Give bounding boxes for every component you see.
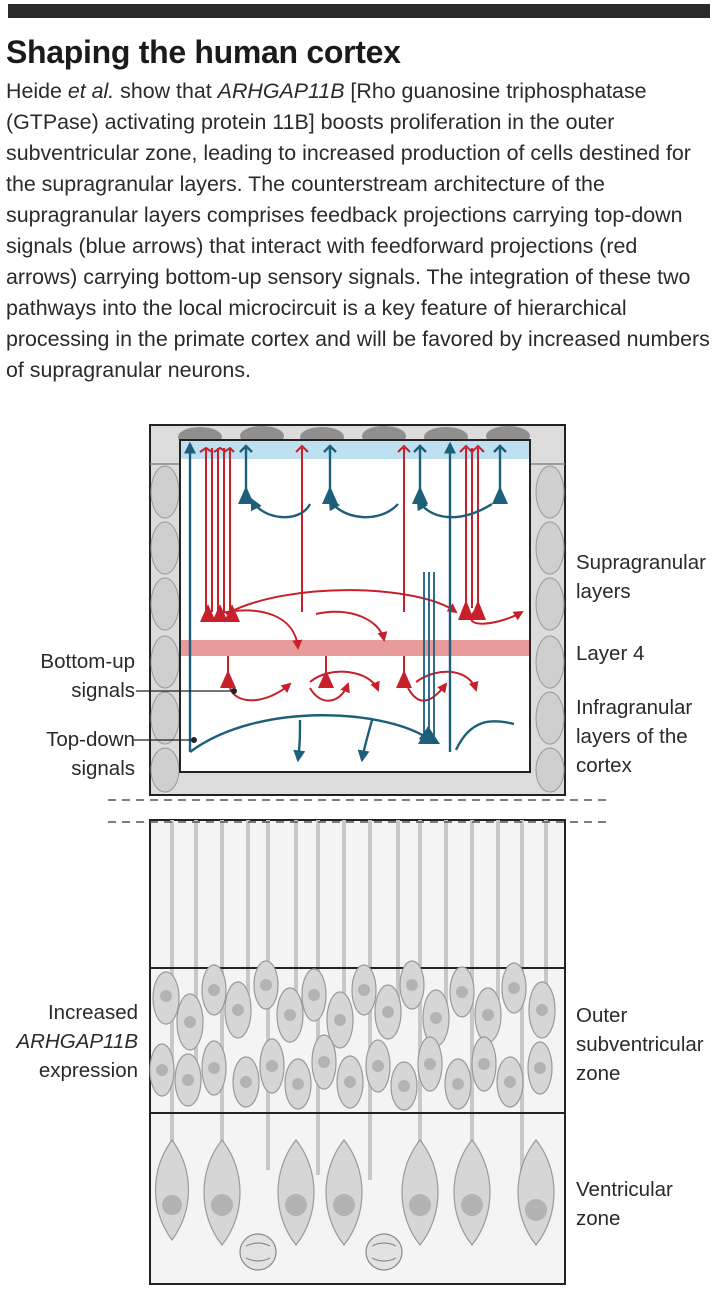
progenitor-panel	[149, 819, 566, 1285]
caption-rest: [Rho guanosine triphosphatase (GTPase) a…	[6, 79, 710, 382]
page-title: Shaping the human cortex	[6, 34, 401, 70]
bottom-up-leader-dot	[231, 688, 237, 694]
cortex-panel	[149, 424, 566, 796]
label-layer4: Layer 4	[576, 642, 645, 665]
layer4-band	[181, 640, 529, 656]
label-increased-gene: ARHGAP11B	[16, 1030, 138, 1053]
dividing-cells	[239, 1233, 403, 1271]
side-column-cells	[150, 465, 565, 793]
layer1-band	[181, 441, 529, 459]
label-bottom-up-line1: Bottom-up	[40, 650, 135, 673]
caption-gene: ARHGAP11B	[217, 79, 345, 103]
caption-mid: show that	[114, 79, 218, 103]
label-osvz-line2: subventricular	[576, 1033, 704, 1056]
caption-pre: Heide	[6, 79, 68, 103]
label-infragranular-line3: cortex	[576, 754, 632, 777]
label-expression: expression	[38, 1059, 138, 1082]
label-top-down: Top-down signals	[46, 725, 135, 783]
label-osvz-line3: zone	[576, 1062, 621, 1085]
label-infragranular-line2: layers of the	[576, 725, 688, 748]
osvz-nuclei	[156, 979, 548, 1092]
top-down-leader-dot	[191, 737, 197, 743]
label-vz-line2: zone	[576, 1207, 621, 1230]
vz-nuclei	[162, 1194, 547, 1221]
label-infragranular: Infragranular layers of the cortex	[576, 693, 692, 780]
bottom-up-cell-bodies	[200, 600, 486, 688]
label-osvz: Outer subventricular zone	[576, 1001, 704, 1088]
label-infragranular-line1: Infragranular	[576, 696, 693, 719]
caption-et-al: et al.	[67, 79, 115, 103]
label-top-down-line2: signals	[71, 757, 135, 780]
label-supragranular: Supragranular layers	[576, 548, 706, 606]
label-vz-line1: Ventricular	[576, 1178, 673, 1201]
top-down-bundle	[423, 572, 435, 740]
label-osvz-line1: Outer	[576, 1004, 628, 1027]
label-top-down-line1: Top-down	[46, 728, 135, 751]
caption: Heide et al. show that ARHGAP11B [Rho gu…	[6, 76, 712, 386]
vz-cells	[155, 1138, 555, 1246]
label-increased: Increased	[47, 1001, 138, 1024]
label-bottom-up-line2: signals	[71, 679, 135, 702]
label-increased-expression: Increased ARHGAP11B expression	[16, 998, 138, 1085]
label-vz: Ventricular zone	[576, 1175, 673, 1233]
label-bottom-up: Bottom-up signals	[40, 647, 135, 705]
label-supragranular-line1: Supragranular	[576, 551, 706, 574]
label-supragranular-line2: layers	[576, 580, 631, 603]
top-bar	[8, 4, 710, 18]
top-down-cell-bodies	[238, 486, 508, 744]
